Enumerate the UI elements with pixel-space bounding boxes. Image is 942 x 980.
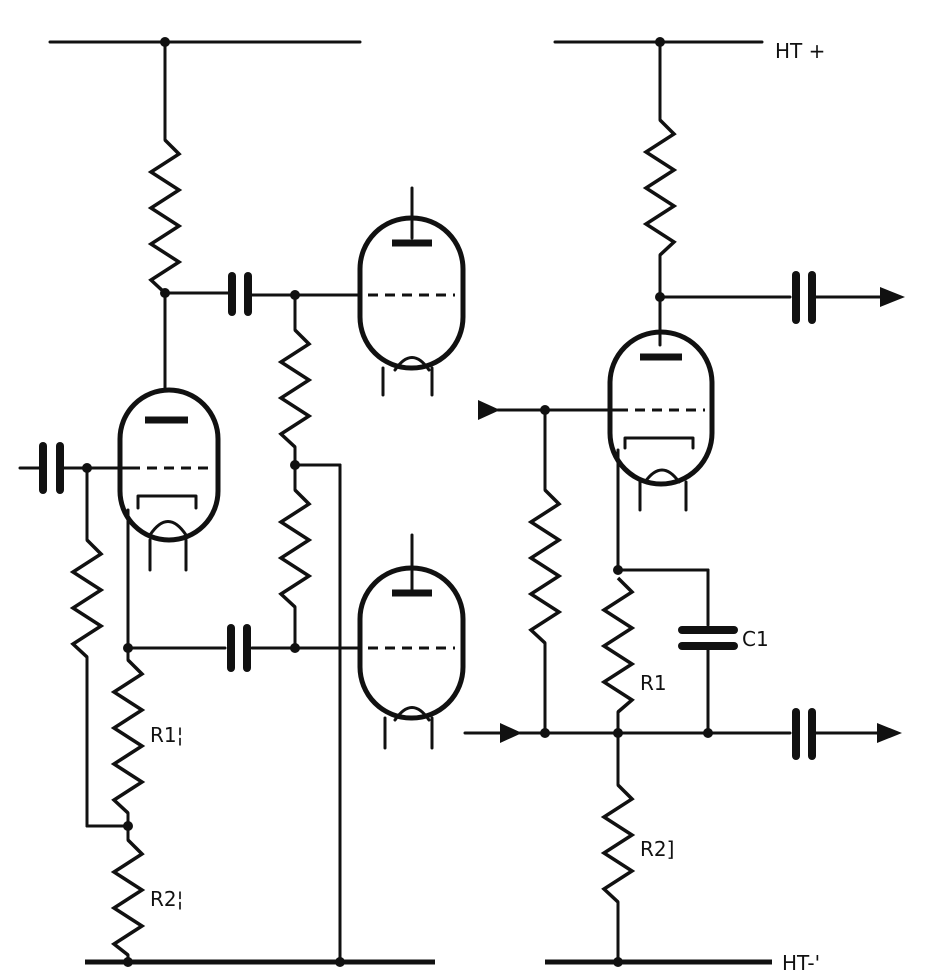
output-arrow-bottom [877,723,902,743]
vacuum-tube-left [117,387,221,572]
r1-left-resistor [110,658,146,815]
junction-dot [290,290,300,300]
label-r1-right: R1 [640,671,667,695]
junction-dot [123,821,133,831]
output-arrow-top [880,287,905,307]
junction-dot [123,643,133,653]
grid-resistor-right [527,488,563,645]
junction-dot [160,288,170,298]
grid-resistor-lower [277,488,313,609]
junction-dot [613,565,623,575]
input-arrow-grid [478,400,500,420]
grid-resistor-upper [277,328,313,449]
label-c1: C1 [742,627,769,651]
junction-dot [540,405,550,415]
junction-dot [613,957,623,967]
junction-dot [655,37,665,47]
junction-dot [290,460,300,470]
junction-dot [160,37,170,47]
vacuum-tube-upper [357,186,466,397]
r1-right-resistor [600,576,636,714]
junction-dot [290,643,300,653]
junction-dot [82,463,92,473]
junction-dot [655,292,665,302]
vacuum-tube-right [607,329,715,512]
junction-dot [613,728,623,738]
junction-dot [123,957,133,967]
junction-dot [540,728,550,738]
power-rails [48,40,772,965]
label-ht-minus: HT-' [782,951,820,975]
grid-resistor-left [69,538,105,659]
r2-left-resistor [110,838,146,957]
label-ht-plus: HT + [775,39,825,63]
r2-right-resistor [600,783,636,904]
label-r1-left: R1¦ [150,723,183,747]
anode-resistor-right [642,118,678,257]
input-arrow-bottom [500,723,522,743]
junction-dot [703,728,713,738]
junction-dot [335,957,345,967]
right-circuit: HT + C1 R1 R2] HT-' [463,37,905,975]
anode-resistor-left [147,138,183,295]
left-circuit: R1¦ R2¦ [18,37,466,967]
label-r2-right: R2] [640,837,674,861]
vacuum-tube-lower [357,533,466,750]
label-r2-left: R2¦ [150,887,183,911]
